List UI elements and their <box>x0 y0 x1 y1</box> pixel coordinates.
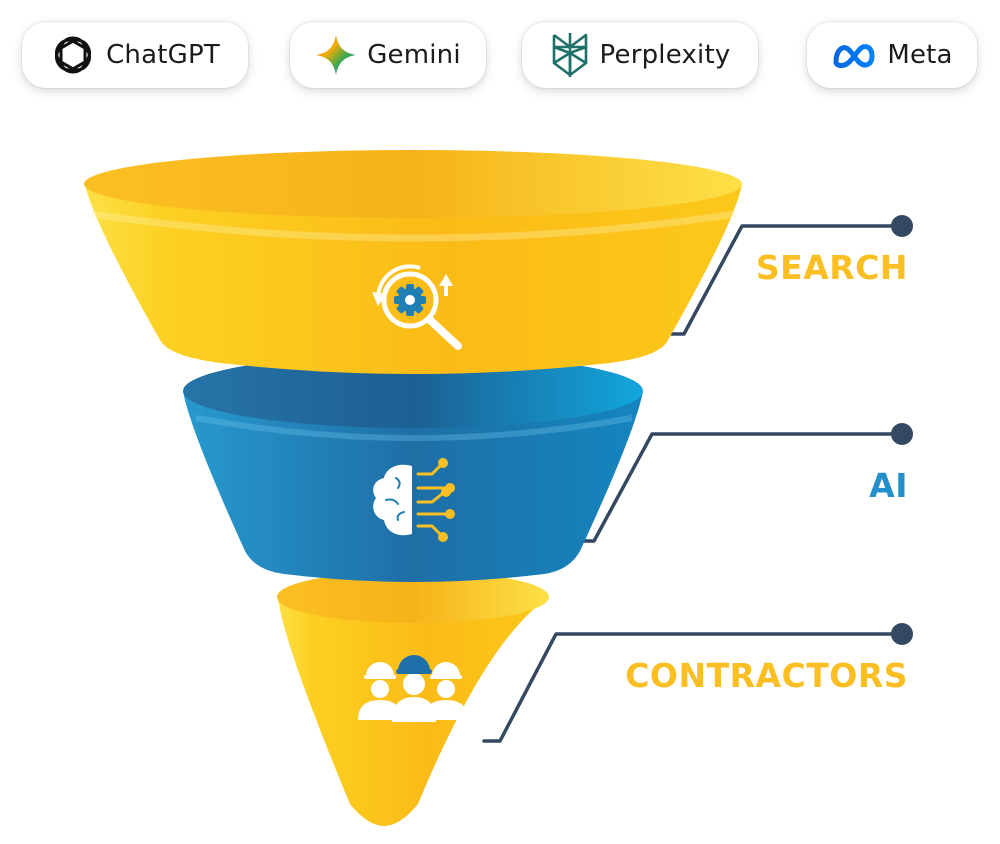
brand-pill-gemini: Gemini <box>290 22 486 88</box>
stage-label-search: SEARCH <box>755 248 908 287</box>
brand-label-gemini: Gemini <box>367 40 461 70</box>
funnel-stage-contractors <box>277 571 549 826</box>
connector-search <box>670 224 904 336</box>
openai-icon <box>55 36 92 74</box>
funnel-stage-ai <box>183 354 643 582</box>
meta-infinity-icon <box>833 44 875 68</box>
funnel-stage-search <box>84 150 742 374</box>
connector-dot-search <box>891 215 913 237</box>
search-gear-icon <box>372 264 462 350</box>
connector-ai <box>576 432 904 543</box>
brand-label-meta: Meta <box>887 40 953 70</box>
perplexity-icon <box>552 33 587 77</box>
stage-label-ai: AI <box>869 466 908 505</box>
brain-circuit-icon <box>373 458 455 542</box>
gemini-sparkle-icon <box>316 35 357 75</box>
brand-pill-perplexity: Perplexity <box>522 22 758 88</box>
brand-pill-meta: Meta <box>807 22 977 88</box>
workers-icon <box>358 655 468 722</box>
brand-label-perplexity: Perplexity <box>599 40 731 70</box>
brand-label-chatgpt: ChatGPT <box>106 40 220 70</box>
stage-label-contractors: CONTRACTORS <box>625 656 908 695</box>
connector-dot-contractors <box>891 623 913 645</box>
brand-pill-chatgpt: ChatGPT <box>22 22 248 88</box>
connector-contractors <box>482 632 904 743</box>
connector-dot-ai <box>891 423 913 445</box>
